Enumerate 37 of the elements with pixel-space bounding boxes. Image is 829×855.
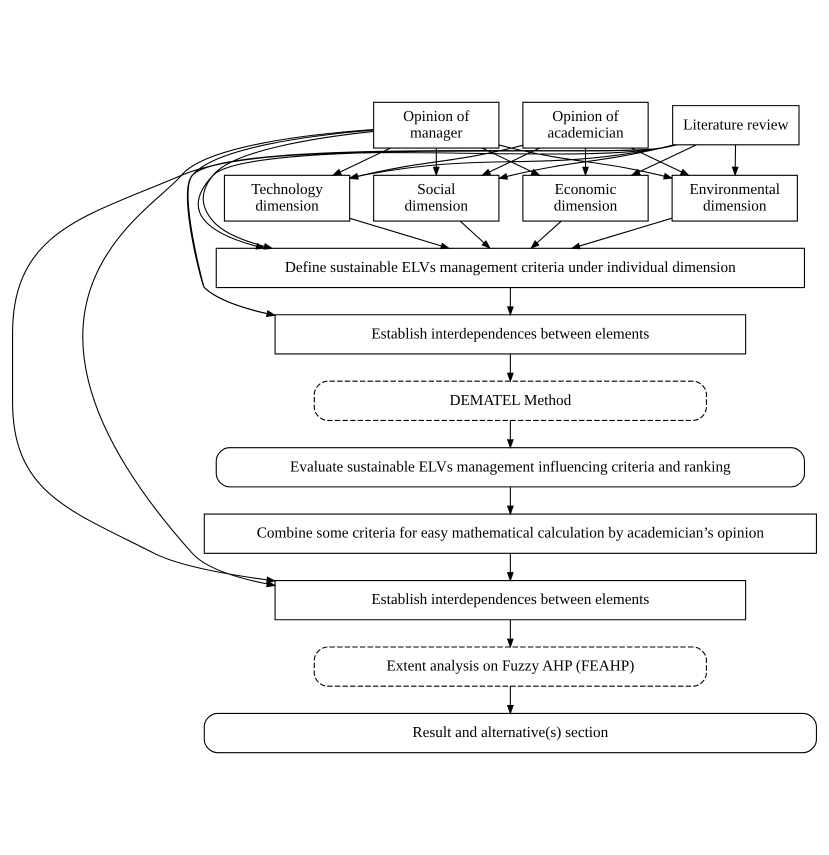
arrow: [506, 486, 514, 516]
node-box: Extent analysis on Fuzzy AHP (FEAHP): [314, 646, 707, 687]
arrow: [506, 354, 514, 383]
arrow: [188, 130, 374, 317]
arrow: [630, 144, 697, 176]
arrow: [348, 144, 523, 180]
arrow: [83, 128, 374, 588]
arrow: [506, 553, 514, 582]
node-box: Opinion of manager: [373, 102, 500, 149]
node-box: Establish interdependences between elements: [274, 314, 746, 355]
node-box: Establish interdependences between elements: [274, 580, 746, 620]
arrow: [432, 148, 440, 177]
arrow: [348, 144, 676, 180]
node-box: Literature review: [672, 105, 800, 146]
arrow: [506, 420, 514, 450]
node-box: Environmental dimension: [672, 174, 798, 222]
arrow: [187, 144, 676, 317]
arrow: [732, 144, 739, 177]
arrow: [350, 218, 450, 250]
arrow: [506, 620, 514, 648]
node-box: Define sustainable ELVs management criteria under individual dimension: [216, 248, 805, 288]
arrow: [631, 148, 690, 176]
node-box: Social dimension: [373, 174, 500, 222]
node-box: Opinion of academician: [522, 102, 649, 149]
node-box: Economic dimension: [522, 174, 649, 222]
arrow: [582, 148, 589, 177]
node-box: DEMATEL Method: [314, 380, 707, 421]
arrow: [506, 288, 514, 316]
arrow: [506, 686, 514, 715]
arrow: [570, 218, 672, 250]
arrow: [460, 221, 491, 250]
arrow: [530, 221, 562, 250]
arrow: [332, 148, 391, 176]
node-box: Technology dimension: [224, 174, 350, 222]
node-box: Combine some criteria for easy mathematical calculation by academician’s opinion: [204, 514, 817, 554]
node-box: Evaluate sustainable ELVs management influencing criteria and ranking: [216, 447, 805, 488]
node-box: Result and alternative(s) section: [204, 712, 817, 754]
